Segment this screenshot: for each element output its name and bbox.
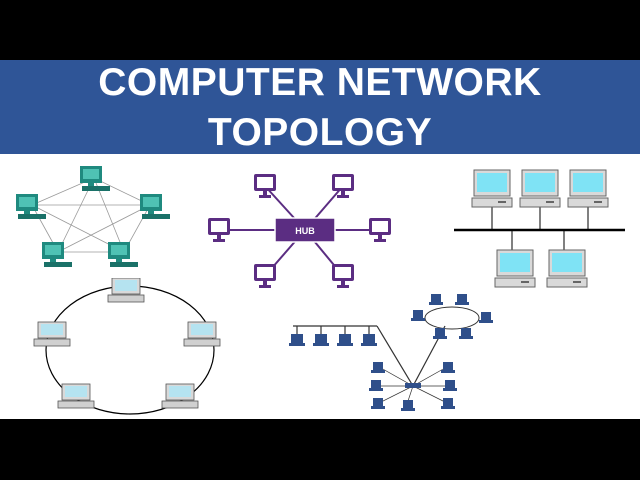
bus-workstation-5: [546, 249, 588, 288]
title-line-2: TOPOLOGY: [207, 111, 433, 154]
ring-workstation-2: [33, 321, 71, 347]
ring-topology-diagram: [33, 278, 221, 415]
hybrid-computer: [401, 400, 415, 411]
hybrid-computer: [459, 328, 473, 339]
bus-workstation-4: [494, 249, 536, 288]
mesh-topology-diagram: [16, 166, 170, 267]
hybrid-topology-diagram: [289, 294, 493, 411]
mesh-computer-3: [108, 242, 138, 267]
star-monitor-3: [208, 218, 230, 242]
bus-topology-diagram: [454, 169, 625, 288]
hybrid-computer: [361, 334, 377, 346]
hybrid-computer: [479, 312, 493, 323]
star-monitor-6: [332, 264, 354, 288]
star-monitor-1: [254, 174, 276, 198]
hybrid-switch: [405, 383, 421, 388]
ring-workstation-1: [107, 278, 145, 303]
hybrid-computer: [429, 294, 443, 305]
hybrid-computers: [289, 294, 493, 411]
bus-workstation-3: [567, 169, 609, 208]
bus-workstation-1: [471, 169, 513, 208]
hub-label: HUB: [295, 226, 315, 236]
hybrid-computer: [455, 294, 469, 305]
mesh-computer-1: [80, 166, 110, 191]
hybrid-computer: [443, 380, 457, 391]
ring-workstation-4: [57, 383, 95, 409]
diagram-canvas: HUB: [0, 154, 640, 419]
hybrid-computer: [441, 362, 455, 373]
mesh-computer-5: [16, 194, 46, 219]
hub: HUB: [274, 217, 336, 243]
ring-workstation-5: [161, 383, 199, 409]
title-banner: [0, 60, 640, 154]
hybrid-computer: [313, 334, 329, 346]
hybrid-computer: [337, 334, 353, 346]
mesh-computer-2: [140, 194, 170, 219]
hybrid-computer: [371, 362, 385, 373]
hybrid-computer: [371, 398, 385, 409]
bus-workstation-2: [519, 169, 561, 208]
title-line-1: COMPUTER NETWORK: [98, 61, 542, 104]
star-monitor-2: [332, 174, 354, 198]
hybrid-computer: [369, 380, 383, 391]
hybrid-computer: [441, 398, 455, 409]
page-title: COMPUTER NETWORK TOPOLOGY: [0, 58, 640, 158]
hybrid-computer: [433, 328, 447, 339]
ring-workstation-3: [183, 321, 221, 347]
hybrid-computer: [411, 310, 425, 321]
star-topology-diagram: HUB: [208, 174, 391, 288]
hybrid-computer: [289, 334, 305, 346]
mesh-computer-4: [42, 242, 72, 267]
star-monitor-5: [254, 264, 276, 288]
star-monitor-4: [369, 218, 391, 242]
